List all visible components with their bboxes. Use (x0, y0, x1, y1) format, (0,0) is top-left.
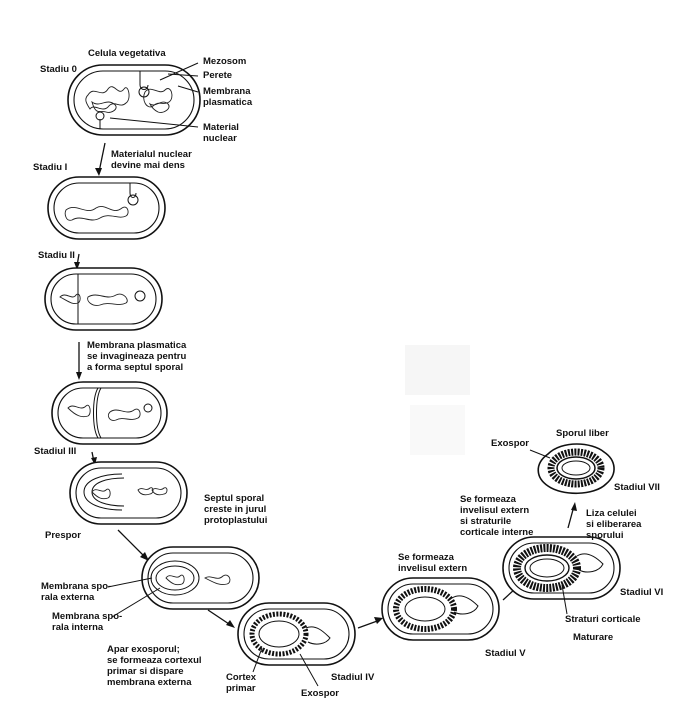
cell-septum (51, 381, 168, 445)
primary-cortex-label: Cortex primar (226, 672, 257, 694)
leader-line (167, 73, 199, 77)
step-6-label: Se formeaza invelisul extern si straturi… (460, 494, 534, 538)
plasma-membrane-label: Membrana plasmatica (203, 86, 253, 108)
arrowhead (95, 168, 102, 176)
outer-membrane-label: Membrana spo- rala externa (41, 581, 112, 603)
background-smudge (405, 345, 470, 395)
leader-line (107, 577, 153, 588)
leader-line (299, 653, 319, 687)
step-4-label: Apar exosporul; se formeaza cortexul pri… (107, 644, 202, 688)
exospore-label-vii: Exospor (491, 438, 530, 449)
lysis-label: Liza celulei si eliberarea sporului (586, 508, 642, 541)
cell-stage-5 (381, 577, 500, 641)
stage-4-label: Stadiul IV (331, 672, 375, 683)
leader-line (111, 587, 161, 618)
arrow (117, 529, 147, 559)
wall-label: Perete (203, 70, 233, 81)
cell-prespore (141, 546, 260, 610)
cell-stage-2 (44, 267, 163, 331)
background-smudge (410, 405, 465, 455)
nuclear-material-label: Material nuclear (203, 122, 239, 144)
vegetative-cell-label: Celula vegetativa (88, 48, 166, 59)
leader-line (109, 117, 199, 128)
stage-6-label: Stadiul VI (620, 587, 664, 598)
cortical-layers-label: Straturi corticale (565, 614, 641, 625)
cell-stage-3 (69, 461, 188, 525)
step-2-label: Membrana plasmatica se invagineaza pentr… (87, 340, 187, 373)
arrowhead (571, 502, 577, 511)
maturation-label: Maturare (573, 632, 614, 643)
cell-stage-0 (67, 64, 201, 136)
arrow (98, 142, 106, 173)
free-spore-label: Sporul liber (556, 428, 609, 439)
stage-3-label: Stadiul III (34, 446, 77, 457)
step-5-label: Se formeaza invelisul extern (398, 552, 468, 574)
arrowhead (226, 620, 235, 628)
stage-1-label: Stadiu I (33, 162, 68, 173)
prespore-label: Prespor (45, 530, 81, 541)
cell-stage-1 (47, 176, 166, 240)
leader-line (177, 85, 199, 93)
stage-2-label: Stadiu II (38, 250, 75, 261)
arrowhead (374, 617, 383, 624)
leader-line (252, 647, 263, 673)
leader-line (159, 62, 199, 81)
stage-5-label: Stadiul V (485, 648, 526, 659)
arrowhead (140, 552, 149, 561)
septum-label: Septul sporal creste in jurul protoplast… (204, 493, 268, 526)
leader-line (561, 584, 568, 615)
arrowhead (76, 372, 82, 380)
cell-stage-6 (502, 536, 621, 600)
exospore-label-iv: Exospor (301, 688, 340, 699)
arrowhead (74, 262, 80, 270)
inner-membrane-label: Membrana spo- rala interna (52, 611, 123, 633)
cell-stage-4 (237, 602, 356, 666)
stage-0-label: Stadiu 0 (40, 64, 77, 75)
stage-7-label: Stadiul VII (614, 482, 660, 493)
leader-line (529, 449, 551, 459)
free-spore-stage-7 (537, 443, 615, 495)
mesosome-label: Mezosom (203, 56, 247, 67)
step-0-1-label: Materialul nuclear devine mai dens (111, 149, 192, 171)
